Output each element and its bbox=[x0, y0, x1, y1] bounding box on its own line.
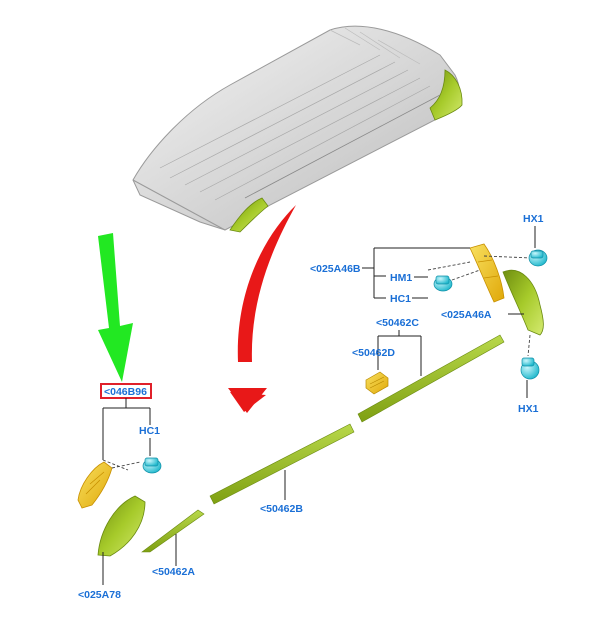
label-hc1-right[interactable]: HC1 bbox=[390, 293, 411, 305]
label-50462c[interactable]: <50462C bbox=[376, 317, 419, 329]
roof-panel-icon bbox=[132, 25, 463, 233]
label-hx1-top[interactable]: HX1 bbox=[523, 213, 544, 225]
leader-025a46b bbox=[362, 247, 470, 299]
label-046b96[interactable]: <046B96 bbox=[104, 386, 147, 398]
left-yellow-bracket-icon bbox=[77, 461, 113, 509]
label-50462a[interactable]: <50462A bbox=[152, 566, 195, 578]
label-hc1-left[interactable]: HC1 bbox=[139, 425, 160, 437]
label-50462b[interactable]: <50462B bbox=[260, 503, 303, 515]
label-025a46b[interactable]: <025A46B bbox=[310, 263, 361, 275]
dashed-link-hx1-bottom bbox=[527, 334, 531, 357]
leader-50462c bbox=[377, 330, 422, 376]
leader-046b96 bbox=[102, 398, 151, 460]
fastener-hc1-left-icon bbox=[142, 457, 162, 474]
fastener-hx1-bottom-icon bbox=[520, 357, 540, 380]
label-hm1[interactable]: HM1 bbox=[390, 272, 412, 284]
dashed-link-left bbox=[102, 459, 141, 471]
moulding-strip-50462c-icon bbox=[357, 334, 505, 423]
green-down-arrow-icon bbox=[98, 233, 133, 382]
right-yellow-bracket-icon bbox=[469, 243, 505, 303]
dashed-link-right bbox=[427, 255, 533, 281]
moulding-strip-50462b-icon bbox=[209, 423, 355, 505]
leader-hm1-hc1 bbox=[374, 275, 428, 299]
fastener-hc1-right-icon bbox=[433, 275, 453, 292]
label-50462d[interactable]: <50462D bbox=[352, 347, 395, 359]
end-cap-025a78-icon bbox=[97, 495, 146, 557]
label-025a78[interactable]: <025A78 bbox=[78, 589, 121, 601]
red-curved-arrow-icon bbox=[228, 205, 296, 413]
end-cap-025a46a-icon bbox=[502, 270, 544, 336]
label-hx1-bottom[interactable]: HX1 bbox=[518, 403, 539, 415]
clip-50462d-icon bbox=[365, 371, 389, 395]
label-025a46a[interactable]: <025A46A bbox=[441, 309, 492, 321]
fastener-hx1-top-icon bbox=[528, 249, 548, 267]
moulding-strip-50462a-icon bbox=[141, 509, 205, 553]
